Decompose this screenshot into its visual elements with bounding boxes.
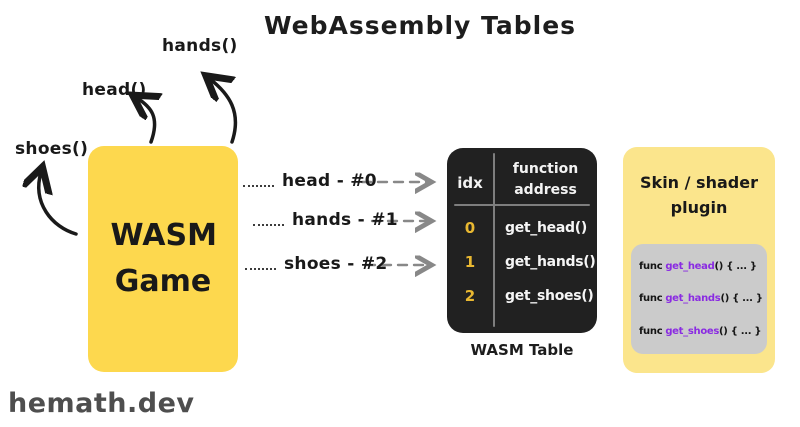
export-label-head: head() — [82, 80, 147, 100]
mapping-label: head - #0 — [282, 171, 377, 191]
table-cell-fn: get_shoes() — [505, 288, 594, 304]
code-keyword: func — [639, 260, 663, 272]
mapping-label: hands - #1 — [292, 210, 398, 230]
table-cell-fn: get_head() — [505, 220, 587, 236]
curved-arrow-shoes — [39, 172, 78, 236]
plugin-title: Skin / shader plugin — [640, 173, 758, 217]
dotted-leader — [245, 268, 276, 271]
mapping-row-shoes: shoes - #2 — [245, 253, 388, 275]
code-function-name: get_head — [665, 260, 715, 272]
table-row: 2 get_shoes() — [447, 279, 597, 313]
table-row: 1 get_hands() — [447, 245, 597, 279]
table-cell-idx: 1 — [464, 253, 476, 271]
table-header-function-address: function address — [512, 161, 579, 198]
table-cell-idx: 2 — [464, 287, 476, 305]
mapping-row-head: head - #0 — [243, 170, 377, 192]
table-header-idx: idx — [457, 174, 483, 192]
watermark-hemath-dev: hemath.dev — [8, 388, 195, 419]
table-vertical-divider — [493, 153, 495, 327]
mapping-row-hands: hands - #1 — [253, 209, 398, 231]
code-keyword: func — [639, 293, 663, 305]
wasm-table-caption: WASM Table — [470, 341, 574, 359]
code-keyword: func — [639, 326, 663, 338]
table-cell-idx: 0 — [464, 219, 476, 237]
wasm-table: idx function address 0 get_head() 1 get_… — [447, 148, 597, 333]
code-rest: () { ... } — [720, 293, 763, 305]
mapping-label: shoes - #2 — [284, 254, 388, 274]
wasm-game-box: WASM Game — [88, 146, 238, 372]
dotted-leader — [253, 224, 284, 227]
wasm-game-label: WASM Game — [110, 217, 217, 300]
page-title: WebAssembly Tables — [263, 11, 577, 40]
curved-arrow-head — [137, 98, 155, 144]
table-rows: 0 get_head() 1 get_hands() 2 get_shoes() — [447, 211, 597, 313]
export-label-hands: hands() — [162, 36, 238, 56]
curved-arrow-hands — [210, 79, 235, 144]
code-function-name: get_hands — [665, 293, 721, 305]
code-rest: () { ... } — [714, 260, 757, 272]
table-row: 0 get_head() — [447, 211, 597, 245]
export-label-shoes: shoes() — [15, 139, 89, 159]
code-rest: () { ... } — [719, 326, 762, 338]
table-cell-fn: get_hands() — [505, 254, 596, 270]
table-horizontal-divider — [454, 204, 590, 206]
code-function-name: get_shoes — [665, 326, 720, 338]
dotted-leader — [243, 185, 274, 188]
